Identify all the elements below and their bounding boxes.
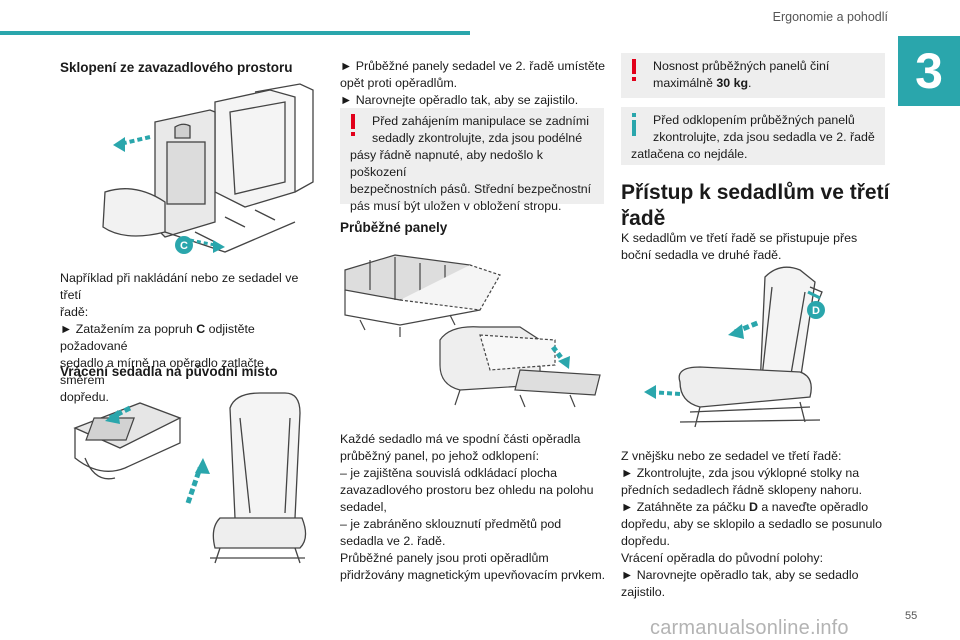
heading-third-row-access: Přístup k sedadlům ve třetí řadě: [621, 181, 890, 230]
info-box-panel-check: Před odklopením průběžných panelů zkontr…: [621, 107, 885, 165]
paragraph-third-row-intro: K sedadlům ve třetí řadě se přistupuje p…: [621, 231, 858, 262]
chapter-title: Ergonomie a pohodlí: [772, 10, 888, 24]
illustration-seat-return: [70, 388, 320, 578]
paragraph-third-row-procedure: Z vnějšku nebo ze sedadel ve třetí řadě:…: [621, 449, 883, 599]
paragraph-continuous-panels: Každé sedadlo má ve spodní části opěradl…: [340, 432, 606, 582]
heading-folding-from-boot: Sklopení ze zavazadlového prostoru: [60, 60, 293, 75]
illustration-second-row-seat-lever: D: [640, 262, 840, 437]
warning-icon: [350, 114, 356, 138]
illustration-continuous-panels: [340, 245, 605, 415]
heading-continuous-panels: Průběžné panely: [340, 220, 448, 235]
header-accent-bar: [0, 31, 470, 35]
callout-c-marker: [175, 236, 193, 254]
illustration-seat-folding-from-boot: C: [95, 82, 315, 257]
chapter-number-tab: 3: [898, 36, 960, 106]
warning-box-load-capacity: Nosnost průběžných panelů činí maximálně…: [621, 53, 885, 98]
info-icon: [631, 113, 637, 137]
callout-d-label: D: [812, 305, 820, 317]
paragraph-reposition-panels: ► Průběžné panely sedadel ve 2. řadě umí…: [340, 59, 606, 107]
warning-icon: [631, 59, 637, 83]
heading-return-seat: Vrácení sedadla na původní místo: [60, 364, 278, 379]
page-number: 55: [905, 610, 918, 622]
callout-c-label: C: [180, 240, 188, 252]
watermark: carmanualsonline.info: [650, 617, 849, 639]
callout-d-marker: [807, 301, 825, 319]
paragraph-folding-from-boot: Například při nakládání nebo ze sedadel …: [60, 271, 299, 404]
warning-box-seatbelts: Před zahájením manipulace se zadními sed…: [340, 108, 604, 213]
